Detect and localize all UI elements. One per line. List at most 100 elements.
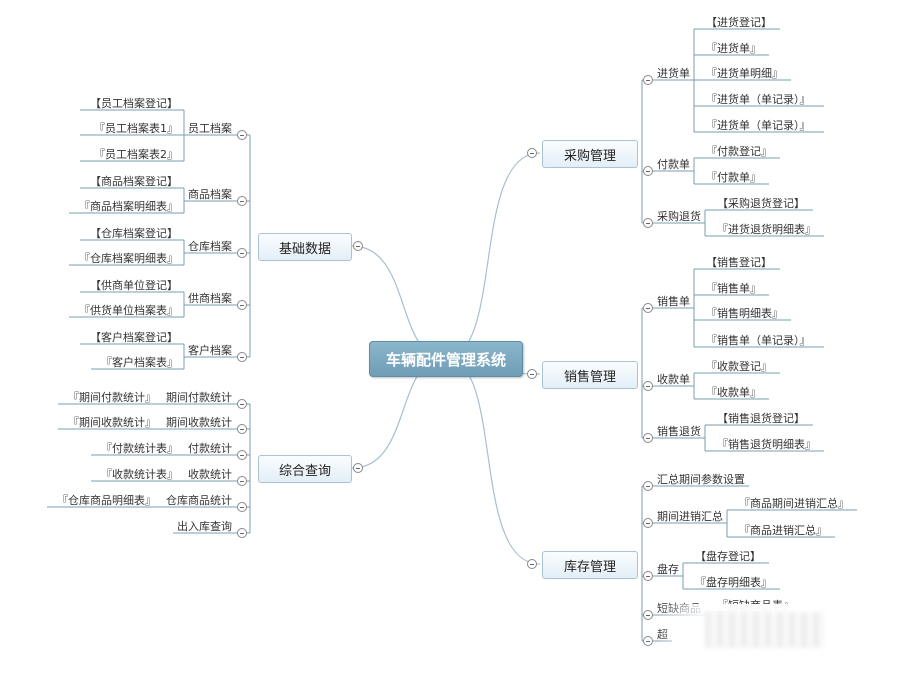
collapse-query-group-4-icon[interactable] xyxy=(237,502,247,512)
branch-query[interactable]: 综合查询 xyxy=(258,455,352,483)
inventory-item-1-1[interactable]: 『商品进销汇总』 xyxy=(739,524,827,537)
branch-purchase[interactable]: 采购管理 xyxy=(542,140,638,168)
sales-item-0-2[interactable]: 『销售明细表』 xyxy=(706,307,783,320)
collapse-purchase-group-2-icon[interactable] xyxy=(643,218,653,228)
blur-artifact xyxy=(705,612,825,648)
basic-group-1[interactable]: 商品档案 xyxy=(188,188,232,201)
basic-item-1-1[interactable]: 『商品档案明细表』 xyxy=(79,200,178,213)
basic-item-0-0[interactable]: 【员工档案登记】 xyxy=(90,97,178,110)
inventory-group-0[interactable]: 汇总期间参数设置 xyxy=(657,473,745,486)
sales-item-1-1[interactable]: 『收款单』 xyxy=(706,386,761,399)
purchase-item-2-1[interactable]: 『进货退货明细表』 xyxy=(717,223,816,236)
collapse-sales-group-1-icon[interactable] xyxy=(643,381,653,391)
collapse-inventory-group-2-icon[interactable] xyxy=(643,571,653,581)
branch-purchase-label: 采购管理 xyxy=(563,148,616,164)
branch-inventory-label: 库存管理 xyxy=(563,559,616,575)
collapse-basic-group-4-icon[interactable] xyxy=(237,352,247,362)
query-group-4[interactable]: 仓库商品统计 xyxy=(166,494,232,507)
basic-item-1-0[interactable]: 【商品档案登记】 xyxy=(90,175,178,188)
basic-item-2-0[interactable]: 【仓库档案登记】 xyxy=(90,227,178,240)
query-group-0[interactable]: 期间付款统计 xyxy=(166,391,232,404)
collapse-inventory-icon[interactable] xyxy=(527,559,537,569)
purchase-group-0[interactable]: 进货单 xyxy=(657,67,690,80)
collapse-purchase-group-0-icon[interactable] xyxy=(643,75,653,85)
branch-query-label: 综合查询 xyxy=(278,463,331,479)
sales-item-2-0[interactable]: 【销售退货登记】 xyxy=(717,412,805,425)
query-group-5[interactable]: 出入库查询 xyxy=(177,520,232,533)
basic-group-3[interactable]: 供商档案 xyxy=(188,292,232,305)
collapse-purchase-group-1-icon[interactable] xyxy=(643,166,653,176)
sales-group-1[interactable]: 收款单 xyxy=(657,373,690,386)
sales-item-2-1[interactable]: 『销售退货明细表』 xyxy=(717,438,816,451)
collapse-inventory-group-1-icon[interactable] xyxy=(643,518,653,528)
basic-item-4-1[interactable]: 『客户档案表』 xyxy=(101,356,178,369)
basic-item-4-0[interactable]: 【客户档案登记】 xyxy=(90,331,178,344)
collapse-sales-icon[interactable] xyxy=(527,369,537,379)
collapse-inventory-group-0-icon[interactable] xyxy=(643,481,653,491)
basic-item-3-0[interactable]: 【供商单位登记】 xyxy=(90,279,178,292)
inventory-group-1[interactable]: 期间进销汇总 xyxy=(657,510,723,523)
sales-item-0-0[interactable]: 【销售登记】 xyxy=(706,256,772,269)
collapse-basic-group-2-icon[interactable] xyxy=(237,248,247,258)
basic-group-0[interactable]: 员工档案 xyxy=(188,122,232,135)
basic-item-0-2[interactable]: 『员工档案表2』 xyxy=(94,148,178,161)
inventory-item-2-0[interactable]: 【盘存登记】 xyxy=(695,550,761,563)
collapse-sales-group-2-icon[interactable] xyxy=(643,433,653,443)
purchase-item-0-4[interactable]: 『进货单（单记录）』 xyxy=(706,119,811,132)
collapse-basic-data-icon[interactable] xyxy=(353,241,363,251)
branch-inventory[interactable]: 库存管理 xyxy=(542,551,638,579)
query-item-3-0[interactable]: 『收款统计表』 xyxy=(101,468,178,481)
purchase-item-1-1[interactable]: 『付款单』 xyxy=(706,171,761,184)
purchase-item-1-0[interactable]: 『付款登记』 xyxy=(706,145,772,158)
basic-group-4[interactable]: 客户档案 xyxy=(188,344,232,357)
purchase-item-0-1[interactable]: 『进货单』 xyxy=(706,42,761,55)
purchase-item-2-0[interactable]: 【采购退货登记】 xyxy=(717,197,805,210)
purchase-group-2[interactable]: 采购退货 xyxy=(657,210,701,223)
sales-item-1-0[interactable]: 『收款登记』 xyxy=(706,360,772,373)
collapse-query-group-0-icon[interactable] xyxy=(237,399,247,409)
branch-sales[interactable]: 销售管理 xyxy=(542,361,638,389)
query-group-2[interactable]: 付款统计 xyxy=(188,442,232,455)
query-group-1[interactable]: 期间收款统计 xyxy=(166,416,232,429)
purchase-group-1[interactable]: 付款单 xyxy=(657,158,690,171)
collapse-basic-group-1-icon[interactable] xyxy=(237,196,247,206)
query-group-3[interactable]: 收款统计 xyxy=(188,468,232,481)
connector xyxy=(444,152,541,359)
branch-basic-data-label: 基础数据 xyxy=(278,241,331,257)
query-item-1-0[interactable]: 『期间收款统计』 xyxy=(68,416,156,429)
sales-group-0[interactable]: 销售单 xyxy=(657,295,690,308)
collapse-basic-group-3-icon[interactable] xyxy=(237,300,247,310)
purchase-item-0-3[interactable]: 『进货单（单记录）』 xyxy=(706,93,811,106)
collapse-query-group-5-icon[interactable] xyxy=(237,528,247,538)
collapse-inventory-group-3-icon[interactable] xyxy=(643,610,653,620)
query-item-4-0[interactable]: 『仓库商品明细表』 xyxy=(57,494,156,507)
sales-item-0-1[interactable]: 『销售单』 xyxy=(706,282,761,295)
collapse-basic-group-0-icon[interactable] xyxy=(237,130,247,140)
collapse-query-group-3-icon[interactable] xyxy=(237,476,247,486)
basic-group-2[interactable]: 仓库档案 xyxy=(188,240,232,253)
collapse-query-group-2-icon[interactable] xyxy=(237,450,247,460)
connector xyxy=(444,357,541,565)
basic-item-3-1[interactable]: 『供货单位档案表』 xyxy=(79,304,178,317)
branch-basic-data[interactable]: 基础数据 xyxy=(258,233,352,261)
query-item-0-0[interactable]: 『期间付款统计』 xyxy=(68,391,156,404)
query-item-2-0[interactable]: 『付款统计表』 xyxy=(101,442,178,455)
sales-item-0-3[interactable]: 『销售单（单记录）』 xyxy=(706,334,811,347)
sales-group-2[interactable]: 销售退货 xyxy=(657,425,701,438)
purchase-item-0-0[interactable]: 【进货登记】 xyxy=(706,16,772,29)
purchase-item-0-2[interactable]: 『进货单明细』 xyxy=(706,67,783,80)
collapse-purchase-icon[interactable] xyxy=(527,148,537,158)
central-topic[interactable]: 车辆配件管理系统 xyxy=(369,341,523,377)
basic-item-0-1[interactable]: 『员工档案表1』 xyxy=(94,122,178,135)
inventory-item-2-1[interactable]: 『盘存明细表』 xyxy=(695,576,772,589)
collapse-sales-group-0-icon[interactable] xyxy=(643,303,653,313)
inventory-item-1-0[interactable]: 『商品期间进销汇总』 xyxy=(739,497,849,510)
collapse-query-group-1-icon[interactable] xyxy=(237,424,247,434)
inventory-group-2[interactable]: 盘存 xyxy=(657,563,679,576)
collapse-query-icon[interactable] xyxy=(353,463,363,473)
branch-sales-label: 销售管理 xyxy=(563,369,616,385)
collapse-inventory-group-4-icon[interactable] xyxy=(643,636,653,646)
basic-item-2-1[interactable]: 『仓库档案明细表』 xyxy=(79,252,178,265)
